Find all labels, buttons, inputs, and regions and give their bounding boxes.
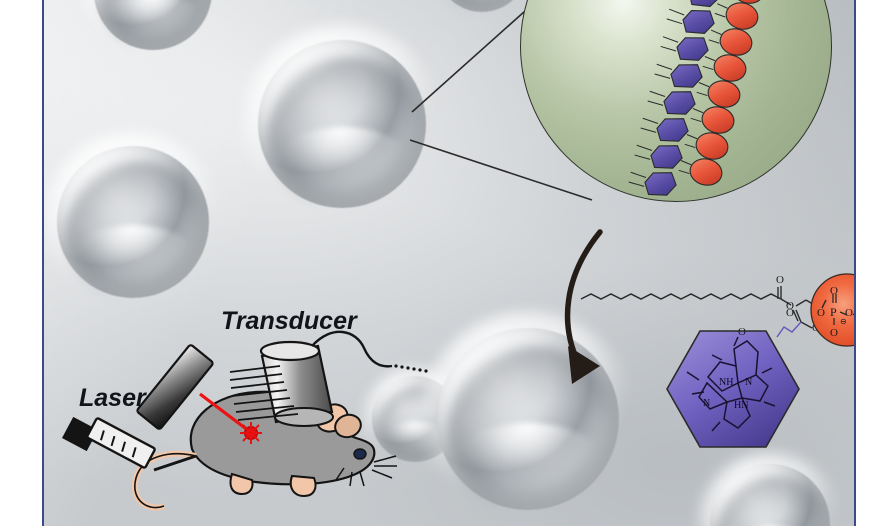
arrow-head xyxy=(568,346,600,384)
transducer-probe xyxy=(259,340,334,427)
porphyrin-lipid-molecule: O O O O xyxy=(580,273,854,448)
syringe xyxy=(62,416,197,472)
mouse-foot-front xyxy=(229,472,254,496)
transducer-top xyxy=(259,340,321,362)
porphyrin-label-n2: N xyxy=(703,398,710,409)
microbubble-top-left-partial xyxy=(83,0,223,61)
porphyrin-label-hn: HN xyxy=(734,400,748,411)
label-transducer: Transducer xyxy=(221,307,357,335)
microbubble-field xyxy=(44,0,854,526)
svg-text:O: O xyxy=(776,274,784,286)
porphyrin-label-n1: N xyxy=(745,377,752,388)
magnified-vesicle-callout xyxy=(520,0,832,202)
svg-text:O: O xyxy=(830,285,838,297)
bubble-shadow xyxy=(268,56,423,212)
bubble-arc-highlight xyxy=(455,422,601,496)
curved-arrow-to-molecule xyxy=(564,229,603,384)
svg-text:O: O xyxy=(817,307,825,319)
bubble-arc-highlight xyxy=(72,225,194,286)
label-laser: Laser xyxy=(79,384,146,412)
mouse-whiskers xyxy=(335,455,397,487)
bubble-arc-highlight xyxy=(445,0,519,5)
porphyrin-label-nh: NH xyxy=(719,377,733,388)
laser-housing xyxy=(136,344,214,430)
transducer-face xyxy=(274,407,334,427)
porphyrin-group: NH N N HN O xyxy=(666,326,800,448)
laser-beam xyxy=(199,392,250,433)
mouse-illustration xyxy=(131,390,397,511)
bubble-arc-highlight xyxy=(105,0,201,41)
mouse-eye xyxy=(353,448,367,460)
svg-text:P: P xyxy=(830,305,837,319)
laser-spot xyxy=(240,422,262,444)
syringe-barrel xyxy=(86,417,156,469)
inner-leaflet-purple xyxy=(628,0,721,196)
laser-probe xyxy=(136,344,214,430)
transducer-cable xyxy=(311,330,393,368)
acyl-chain xyxy=(580,293,782,300)
bubble-shadow xyxy=(66,161,206,302)
syringe-needle xyxy=(153,454,197,472)
acoustic-wavefront-lines xyxy=(229,365,299,421)
transducer-cable-dots xyxy=(394,364,428,373)
porphyrin-macrocycle xyxy=(686,336,776,432)
outer-leaflet-red xyxy=(678,0,765,186)
choline-circle xyxy=(810,273,854,347)
microbubble-left-mid xyxy=(44,132,223,312)
svg-text:O: O xyxy=(830,327,838,339)
figure-panel: O O O O xyxy=(42,0,856,526)
porphyrin-hexagon xyxy=(666,330,800,448)
photoacoustic-imaging-setup xyxy=(62,330,428,511)
svg-text:O: O xyxy=(845,307,853,319)
svg-text:O: O xyxy=(786,300,794,312)
mouse-ear-right xyxy=(334,413,362,439)
svg-text:O: O xyxy=(786,307,794,319)
phosphocholine-headgroup: O P O O ⊖ O N ⊕ xyxy=(810,273,854,347)
lipid-bilayer xyxy=(628,0,765,196)
mouse-tail-outline xyxy=(134,453,197,509)
syringe-graduations xyxy=(99,430,137,458)
mouse-foot-rear xyxy=(289,474,317,498)
leader-line-lower xyxy=(409,139,593,201)
microbubble-cluster-large xyxy=(420,311,636,526)
microbubble-upper-right-large xyxy=(242,24,442,224)
ester-sn2: O xyxy=(776,300,813,338)
svg-text:⊖: ⊖ xyxy=(840,317,847,326)
bubble-shadow xyxy=(447,346,616,514)
keto-oxygen-label: O xyxy=(738,326,746,338)
syringe-plunger xyxy=(62,416,98,452)
ester-sn1: O O xyxy=(776,274,807,319)
bubble-arc-highlight xyxy=(274,127,410,195)
arrow-curve xyxy=(564,229,603,365)
